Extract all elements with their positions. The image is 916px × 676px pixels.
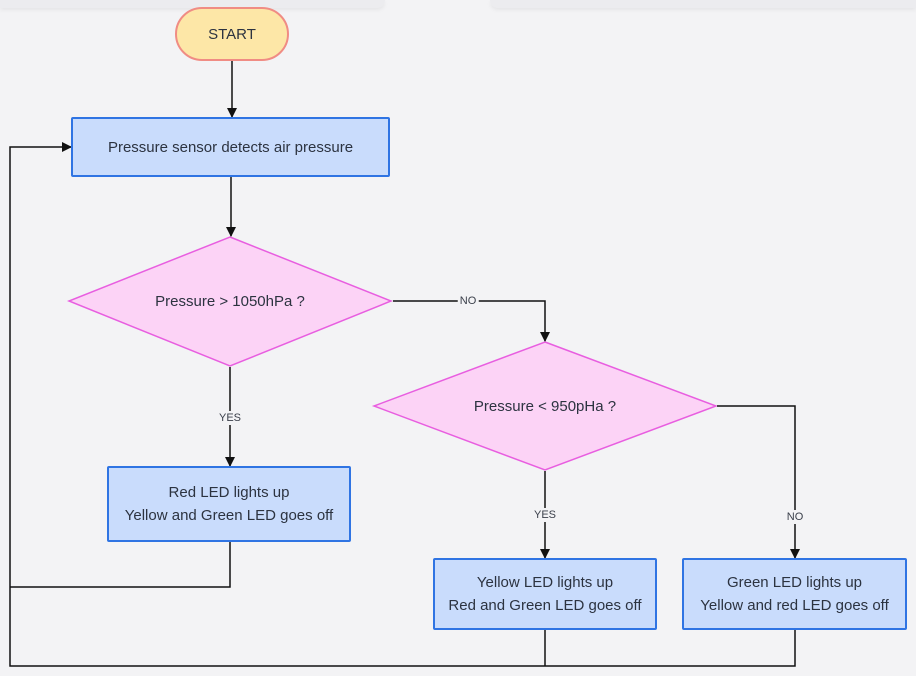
- decision-high-shape[interactable]: [66, 236, 394, 367]
- toolbar-right: [490, 0, 916, 8]
- low-action-line2: Red and Green LED goes off: [448, 597, 642, 614]
- toolbar-left: [0, 0, 385, 8]
- normal-action-line1: Green LED lights up: [726, 574, 863, 591]
- edge-label-low-no: NO: [784, 510, 806, 524]
- connector-normal-action-loop-back: [9, 142, 796, 667]
- decision-low-shape[interactable]: [371, 341, 719, 471]
- decision-high-label-box: Pressure > 1050hPa ?: [69, 284, 391, 318]
- decision-low-label: Pressure < 950pHa ?: [473, 397, 617, 415]
- sensor-process-label: Pressure sensor detects air pressure: [107, 138, 354, 156]
- low-action-line1: Yellow LED lights up: [476, 574, 614, 591]
- sensor-process-box[interactable]: Pressure sensor detects air pressure: [71, 117, 390, 177]
- connector-high-action-loop-back: [10, 541, 231, 588]
- start-terminal[interactable]: START: [175, 7, 289, 61]
- normal-action-box[interactable]: Green LED lights up Yellow and red LED g…: [682, 558, 907, 630]
- normal-action-line2: Yellow and red LED goes off: [700, 597, 889, 614]
- high-action-box[interactable]: Red LED lights up Yellow and Green LED g…: [107, 466, 351, 542]
- connector-check-high-no: [393, 300, 550, 342]
- high-action-line1: Red LED lights up: [168, 484, 290, 501]
- low-action-box[interactable]: Yellow LED lights up Red and Green LED g…: [433, 558, 657, 630]
- edge-label-low-yes: YES: [531, 508, 559, 522]
- connector-check-low-no: [717, 405, 800, 559]
- decision-low-label-box: Pressure < 950pHa ?: [374, 389, 716, 423]
- decision-high-label: Pressure > 1050hPa ?: [155, 292, 305, 310]
- start-label: START: [208, 25, 256, 43]
- edge-label-high-yes: YES: [216, 411, 244, 425]
- edge-label-high-no: NO: [457, 294, 479, 308]
- high-action-line2: Yellow and Green LED goes off: [124, 507, 334, 524]
